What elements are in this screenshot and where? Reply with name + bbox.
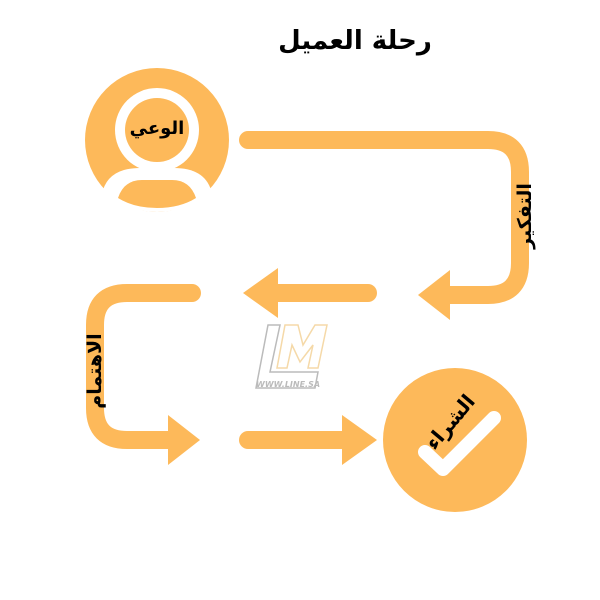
arrowhead-left-2	[243, 268, 278, 318]
arrowheads	[168, 268, 450, 465]
stage-awareness-label: الوعي	[129, 118, 185, 139]
watermark-text: WWW.LINE.SA	[256, 380, 321, 389]
arrowhead-left-1	[418, 270, 450, 320]
stage-thinking-label: التفكير	[514, 183, 536, 249]
stage-interest-label: الاهتمام	[84, 333, 106, 409]
interest-path-arrow	[86, 284, 201, 449]
thinking-path-arrow	[239, 131, 529, 304]
watermark-logo	[255, 324, 328, 389]
diagram-title: رحلة العميل	[278, 26, 432, 56]
checkmark-icon	[383, 368, 527, 512]
arrowhead-right-1	[168, 415, 200, 465]
arrowhead-right-2	[342, 415, 377, 465]
user-icon	[85, 68, 229, 212]
